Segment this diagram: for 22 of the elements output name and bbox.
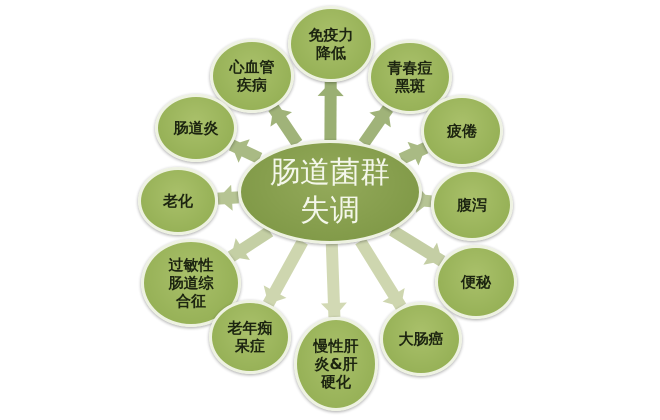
block-arrow [268, 104, 302, 147]
block-arrow [358, 105, 394, 148]
topic-circle: 疲倦 [421, 95, 503, 167]
topic-circle: 老化 [138, 167, 218, 235]
topic-circle: 青春痘黑斑 [368, 40, 452, 114]
center-ellipse: 肠道菌群失调 [238, 140, 422, 244]
block-arrow [389, 225, 446, 266]
block-arrow [398, 142, 428, 166]
topic-circle: 心血管疾病 [210, 39, 294, 113]
topic-circle: 腹泻 [431, 169, 513, 241]
topic-circle: 便秘 [435, 245, 517, 319]
topic-circle: 慢性肝炎&肝硬化 [294, 317, 378, 411]
block-arrow [218, 184, 239, 211]
block-arrow [228, 226, 274, 262]
block-arrow [320, 244, 347, 318]
topic-circle: 老年痴呆症 [209, 300, 291, 374]
topic-circle: 肠道炎 [155, 94, 237, 162]
block-arrow [228, 139, 262, 164]
block-arrow [318, 82, 344, 140]
topic-circle: 大肠癌 [380, 302, 462, 376]
topic-circle: 免疫力降低 [288, 6, 374, 82]
block-arrow [355, 238, 406, 310]
